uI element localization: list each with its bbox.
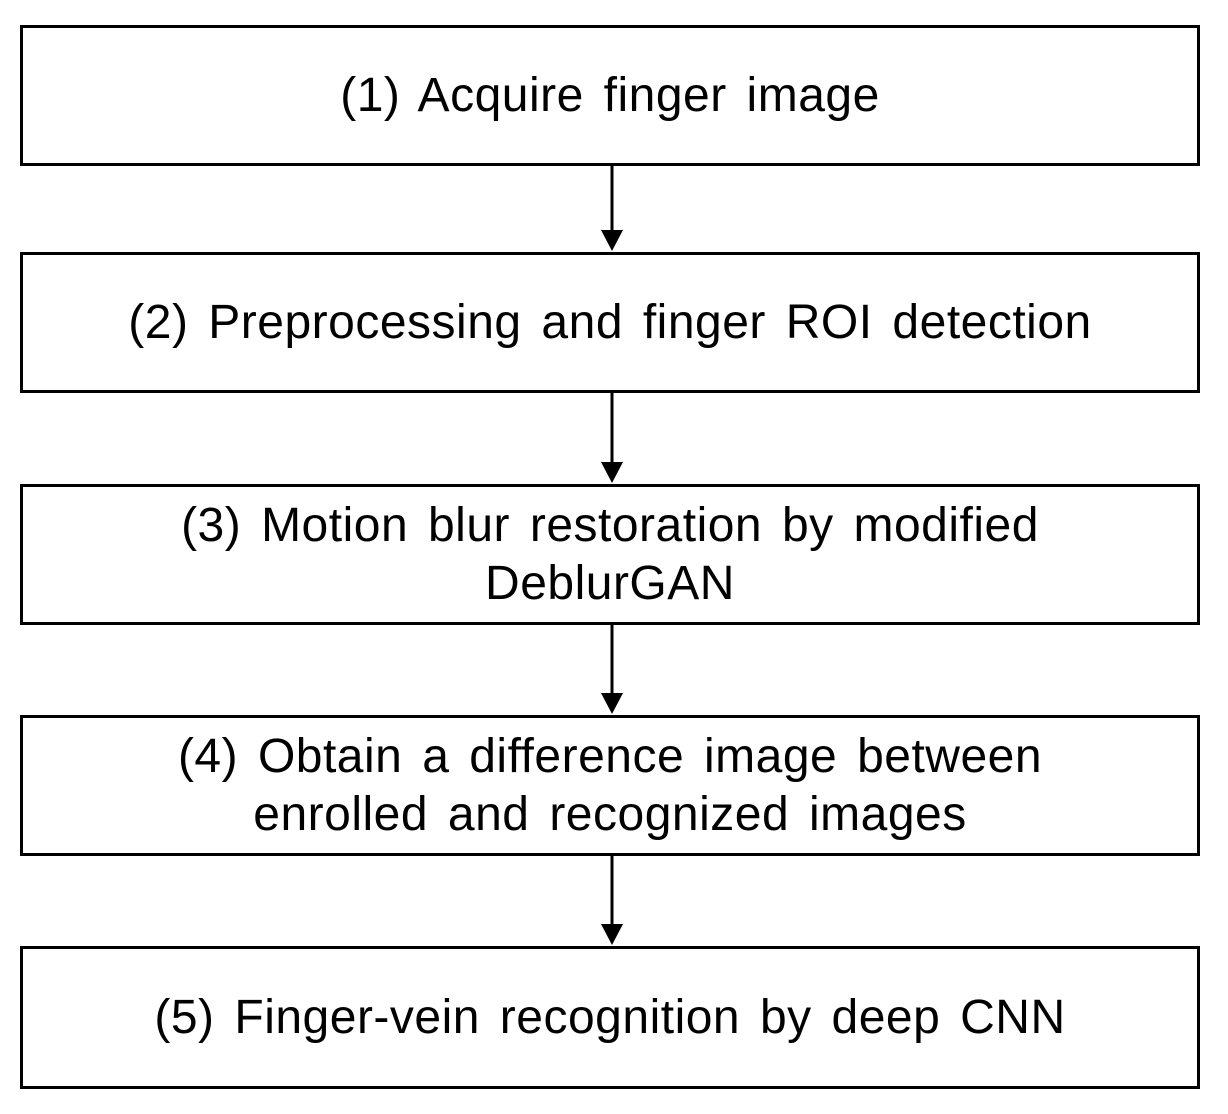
arrow-3-to-4: [601, 625, 623, 714]
step-1-label: (1) Acquire finger image: [340, 68, 880, 122]
step-2-box: (2) Preprocessing and finger ROI detecti…: [20, 252, 1200, 393]
step-3-label: (3) Motion blur restoration by modified …: [181, 498, 1039, 610]
step-1-box: (1) Acquire finger image: [20, 25, 1200, 166]
step-4-label: (4) Obtain a difference image between en…: [177, 729, 1043, 841]
step-4-box: (4) Obtain a difference image between en…: [20, 715, 1200, 856]
step-3-box: (3) Motion blur restoration by modified …: [20, 484, 1200, 625]
step-2-label: (2) Preprocessing and finger ROI detecti…: [128, 295, 1092, 349]
step-5-box: (5) Finger-vein recognition by deep CNN: [20, 946, 1200, 1089]
arrow-4-to-5: [601, 856, 623, 945]
step-5-label: (5) Finger-vein recognition by deep CNN: [154, 990, 1066, 1044]
arrow-2-to-3: [601, 393, 623, 483]
arrow-1-to-2: [601, 166, 623, 251]
